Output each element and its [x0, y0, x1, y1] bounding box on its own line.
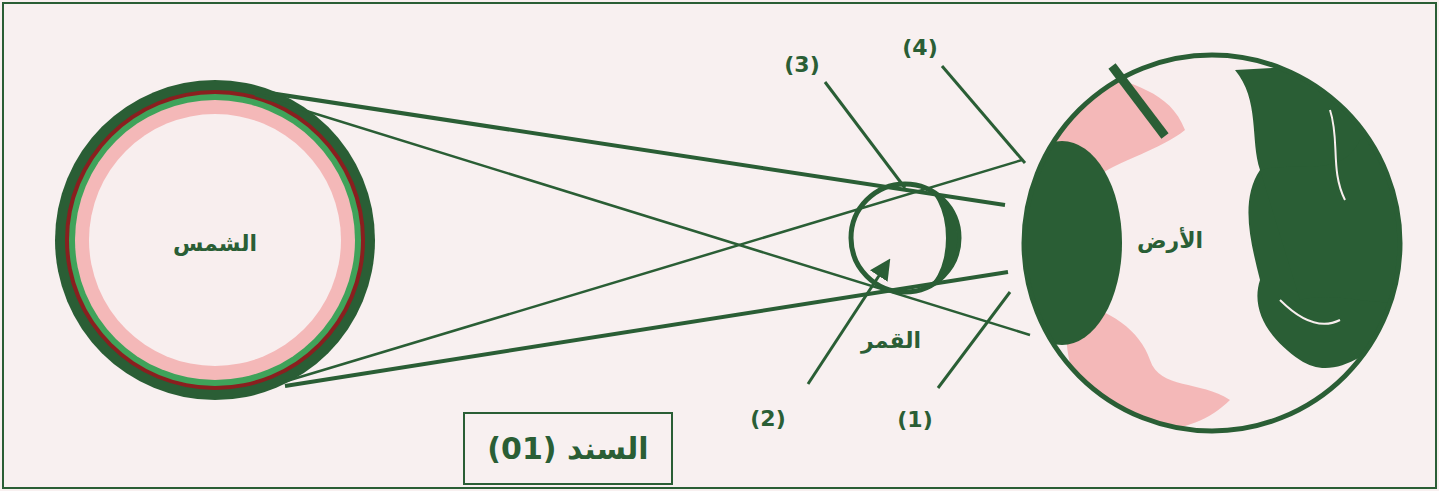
earth-circle-outline	[1024, 55, 1400, 431]
sun-label: الشمس	[173, 231, 257, 256]
sun-disc	[55, 80, 375, 400]
callout-number: (3)	[782, 52, 821, 77]
callout-number: (2)	[748, 406, 787, 431]
earth-label: الأرض	[1137, 228, 1203, 253]
callout-number: (1)	[895, 407, 934, 432]
moon-circle: القمر	[851, 184, 959, 292]
caption-text: السند (01)	[487, 431, 648, 466]
moon-label: القمر	[861, 328, 921, 353]
caption-box: السند (01)	[463, 412, 673, 485]
page-frame	[3, 3, 1436, 488]
moon-circle-outline	[851, 184, 959, 292]
earth-circle: الأرض	[1024, 55, 1400, 431]
callout-number: (4)	[900, 35, 939, 60]
sun-circle: الشمس	[55, 80, 375, 400]
moon-disc	[851, 184, 959, 292]
light-rays	[250, 90, 1030, 386]
earth-globe	[1002, 55, 1420, 431]
leader-lines	[808, 66, 1025, 388]
